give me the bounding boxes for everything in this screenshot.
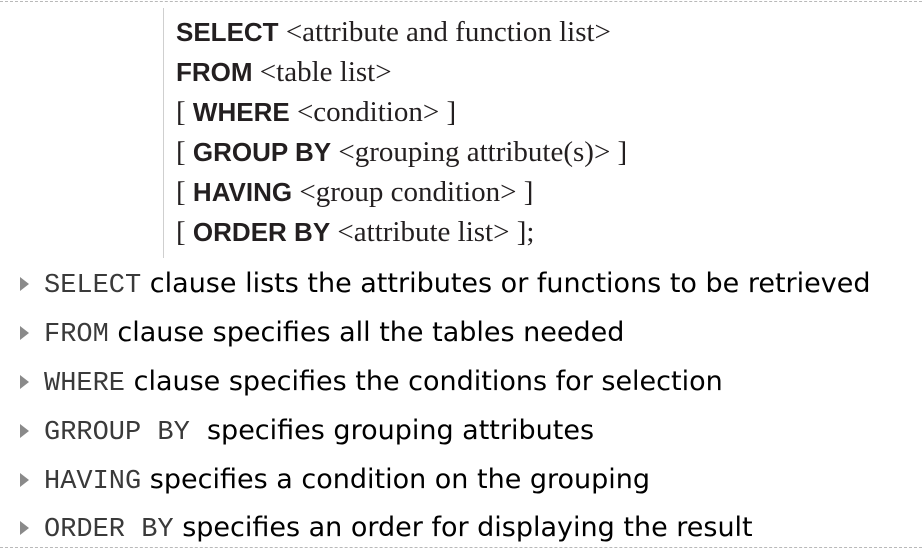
triangle-bullet-icon (20, 424, 29, 438)
bullet-description: specifies grouping attributes (189, 415, 595, 446)
slide-bottom-border (0, 547, 922, 548)
syntax-argument: <grouping attribute(s)> ] (331, 136, 628, 168)
bullet-item-having: HAVING specifies a condition on the grou… (0, 458, 922, 502)
bullet-item-group-by: GRROUP BY specifies grouping attributes (0, 409, 922, 453)
bullet-code: WHERE (44, 369, 126, 399)
bullet-code: FROM (44, 320, 109, 350)
bullet-description: clause lists the attributes or functions… (141, 268, 871, 299)
bullet-description: specifies a condition on the grouping (141, 464, 651, 495)
syntax-prefix: [ (176, 216, 193, 248)
bullet-code: SELECT (44, 271, 142, 301)
syntax-keyword: WHERE (192, 97, 290, 127)
syntax-line-from: FROM <table list> (176, 52, 392, 92)
bullet-item-where: WHERE clause specifies the conditions fo… (0, 360, 922, 404)
syntax-keyword: GROUP BY (192, 137, 332, 167)
slide-top-border (0, 1, 922, 2)
bullet-code: ORDER BY (44, 515, 174, 545)
syntax-line-having: [ HAVING <group condition> ] (176, 172, 533, 212)
bullet-description: clause specifies all the tables needed (108, 317, 625, 348)
syntax-line-select: SELECT <attribute and function list> (176, 12, 611, 52)
syntax-prefix: [ (176, 96, 193, 128)
bullet-description: clause specifies the conditions for sele… (125, 366, 723, 397)
syntax-prefix: [ (176, 136, 193, 168)
syntax-argument: <attribute and function list> (278, 16, 611, 48)
triangle-bullet-icon (20, 277, 29, 291)
bullet-description: specifies an order for displaying the re… (173, 512, 753, 543)
syntax-line-order-by: [ ORDER BY <attribute list> ]; (176, 212, 534, 252)
triangle-bullet-icon (20, 375, 29, 389)
bullet-item-from: FROM clause specifies all the tables nee… (0, 311, 922, 355)
syntax-argument: <condition> ] (289, 96, 457, 128)
syntax-prefix: [ (176, 176, 193, 208)
triangle-bullet-icon (20, 326, 29, 340)
syntax-keyword: SELECT (176, 17, 279, 47)
bullet-item-order-by: ORDER BY specifies an order for displayi… (0, 506, 922, 550)
syntax-argument: <attribute list> ]; (330, 216, 535, 248)
syntax-argument: <table list> (252, 56, 392, 88)
bullet-code: GRROUP BY (44, 418, 190, 448)
bullet-code: HAVING (44, 467, 142, 497)
bullet-item-select: SELECT clause lists the attributes or fu… (0, 262, 922, 306)
syntax-keyword: HAVING (192, 177, 293, 207)
syntax-argument: <group condition> ] (292, 176, 534, 208)
sql-syntax-block: SELECT <attribute and function list> FRO… (163, 8, 724, 258)
syntax-keyword: ORDER BY (192, 217, 331, 247)
syntax-keyword: FROM (176, 57, 253, 87)
syntax-line-where: [ WHERE <condition> ] (176, 92, 456, 132)
triangle-bullet-icon (20, 521, 29, 535)
syntax-line-group-by: [ GROUP BY <grouping attribute(s)> ] (176, 132, 627, 172)
triangle-bullet-icon (20, 473, 29, 487)
